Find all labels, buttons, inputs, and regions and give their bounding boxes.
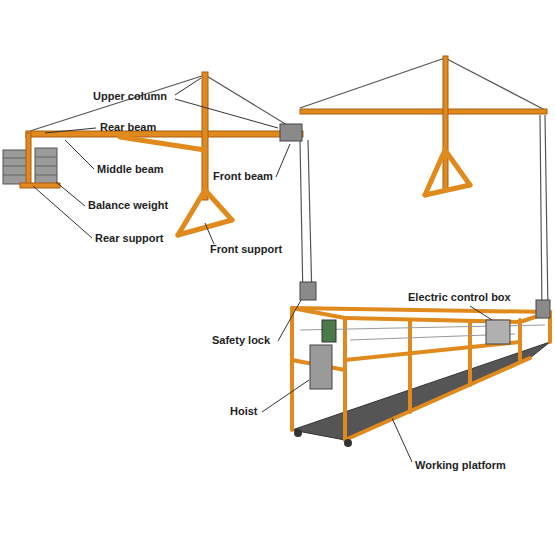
part-label: Working platform: [415, 459, 506, 472]
part-label: Rear support: [95, 232, 163, 245]
part-label: Safety lock: [212, 334, 270, 347]
part-label: Rear beam: [100, 121, 156, 134]
part-label: Front support: [210, 243, 282, 256]
part-label: Upper column: [93, 90, 167, 103]
part-label: Electric control box: [408, 291, 511, 304]
part-label: Middle beam: [97, 163, 164, 176]
part-label: Balance weight: [88, 199, 168, 212]
part-label: Hoist: [230, 405, 258, 418]
leader-lines: [33, 78, 492, 462]
part-label: Front beam: [213, 170, 273, 183]
